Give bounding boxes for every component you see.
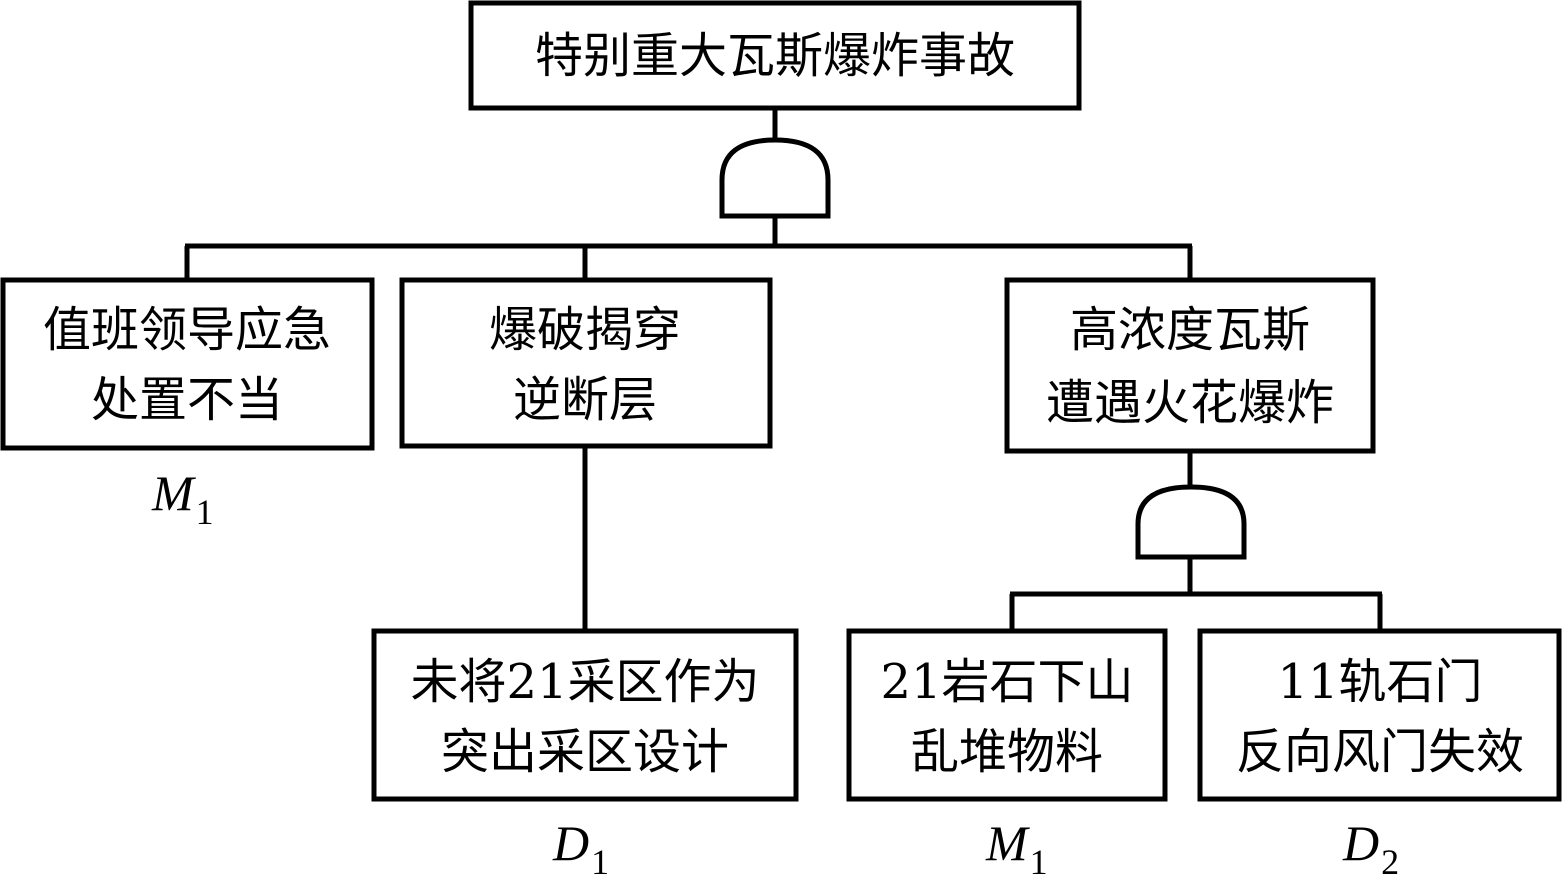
node-label-line-1: 21岩石下山 <box>880 654 1133 710</box>
node-box <box>846 628 1168 802</box>
node-label-line-1: 高浓度瓦斯 <box>1070 302 1310 358</box>
node-label-line-2: 逆断层 <box>513 372 657 428</box>
event-symbol: M1 <box>985 815 1048 882</box>
node-label-line-2: 反向风门失效 <box>1236 724 1524 780</box>
node-box <box>371 628 799 802</box>
node-box <box>0 277 375 451</box>
node-high-gas-ignition: 高浓度瓦斯 遭遇火花爆炸 <box>1004 277 1376 454</box>
event-symbol: D1 <box>552 815 609 882</box>
node-box <box>1197 628 1562 802</box>
event-symbol: D2 <box>1342 815 1399 882</box>
node-label-line-1: 爆破揭穿 <box>489 302 681 358</box>
node-label-line-2: 突出采区设计 <box>441 724 729 780</box>
node-label-line-1: 11轨石门 <box>1277 654 1482 710</box>
event-symbol: M1 <box>151 465 214 532</box>
node-air-door-failure: 11轨石门 反向风门失效 D2 <box>1197 628 1562 882</box>
node-label-line-1: 值班领导应急 <box>43 302 331 358</box>
and-gate-icon <box>719 137 831 219</box>
node-label-line-2: 处置不当 <box>91 372 283 428</box>
node-duty-leader-mishandling: 值班领导应急 处置不当 M1 <box>0 277 375 532</box>
node-design-omission: 未将21采区作为 突出采区设计 D1 <box>371 628 799 882</box>
node-top-event: 特别重大瓦斯爆炸事故 <box>468 0 1082 111</box>
node-debris-pileup: 21岩石下山 乱堆物料 M1 <box>846 628 1168 882</box>
node-label: 特别重大瓦斯爆炸事故 <box>535 28 1015 84</box>
node-box <box>399 277 773 449</box>
node-label-line-2: 乱堆物料 <box>911 724 1103 780</box>
node-label-line-2: 遭遇火花爆炸 <box>1046 375 1334 431</box>
connectors <box>184 108 1383 631</box>
and-gate-icon <box>1135 484 1247 560</box>
node-label-line-1: 未将21采区作为 <box>410 654 759 710</box>
node-blasting-through-fault: 爆破揭穿 逆断层 <box>399 277 773 449</box>
node-box <box>468 0 1082 111</box>
node-box <box>1004 277 1376 454</box>
